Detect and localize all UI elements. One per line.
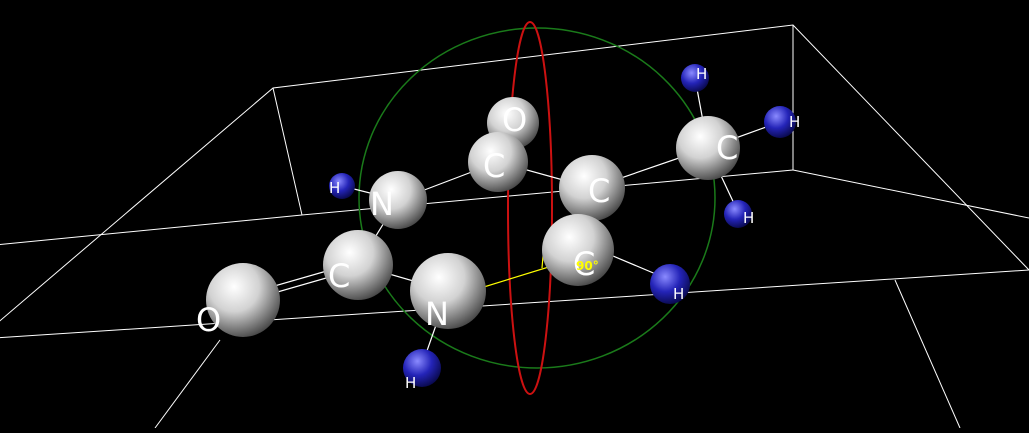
atom-h6[interactable]: [403, 349, 441, 387]
label-o1: O: [196, 301, 221, 339]
atom-h3[interactable]: [329, 173, 355, 199]
label-h3: H: [329, 179, 340, 197]
angle-label: 90°: [576, 259, 599, 273]
label-c3: C: [483, 147, 505, 185]
label-h5: H: [673, 285, 684, 303]
rotation-ring-red[interactable]: [507, 21, 553, 395]
atom-o1[interactable]: [206, 263, 280, 337]
label-h2: H: [789, 113, 800, 131]
atom-labels: O C N N C O C C C H H H H H H 90°: [196, 65, 800, 392]
bounding-box: [0, 24, 1029, 429]
label-o2: O: [502, 101, 527, 139]
atom-c1[interactable]: [323, 230, 393, 300]
label-h1: H: [696, 65, 707, 83]
atom-n1[interactable]: [369, 171, 427, 229]
label-h4: H: [743, 209, 754, 227]
atom-h1[interactable]: [681, 64, 709, 92]
atoms: [206, 64, 796, 387]
label-n2: N: [425, 295, 449, 333]
atom-h4[interactable]: [724, 200, 752, 228]
atom-h5[interactable]: [650, 264, 690, 304]
atom-c4[interactable]: [559, 155, 625, 221]
rotation-ring-green[interactable]: [358, 27, 716, 369]
atom-c5[interactable]: [676, 116, 740, 180]
atom-c3[interactable]: [468, 132, 528, 192]
atom-n2[interactable]: [410, 253, 486, 329]
atom-h2[interactable]: [764, 106, 796, 138]
label-h6: H: [405, 374, 416, 392]
label-n1: N: [370, 185, 394, 223]
label-c4: C: [588, 172, 610, 210]
label-c2: C: [573, 245, 595, 283]
atom-c2[interactable]: [542, 214, 614, 286]
label-c5: C: [716, 129, 738, 167]
label-c1: C: [328, 257, 350, 295]
